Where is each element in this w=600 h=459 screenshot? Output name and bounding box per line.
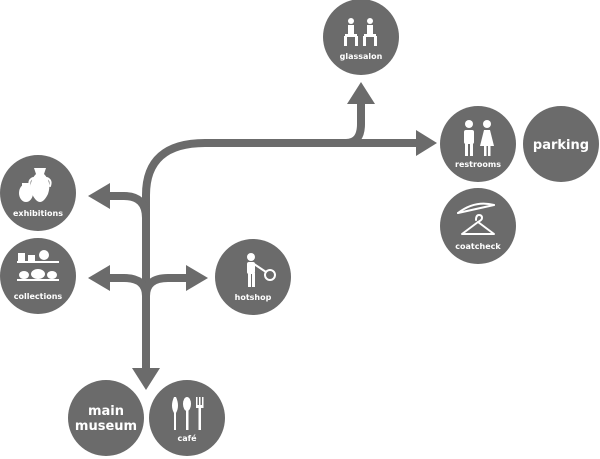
collections-arrowhead [88, 265, 110, 291]
glassalon-arrowhead [347, 82, 375, 104]
main-museum-label-line2: museum [75, 419, 137, 434]
two-seated-people-icon [344, 18, 377, 46]
coatcheck-node[interactable]: coatcheck [440, 188, 516, 264]
glassblower-icon [247, 253, 276, 287]
exhibitions-node[interactable]: exhibitions [0, 155, 76, 231]
cutlery-icon [172, 397, 204, 430]
glassalon-label: glassalon [340, 52, 383, 61]
parking-node[interactable]: parking [523, 106, 599, 182]
umbrella-hanger-icon [457, 202, 495, 235]
hotshop-arrowhead [186, 265, 208, 291]
exhibitions-label: exhibitions [13, 209, 63, 218]
arrow-network [88, 82, 437, 390]
man-woman-icon [464, 120, 494, 156]
hotshop-label: hotshop [235, 293, 272, 302]
hotshop-branch-line [142, 274, 188, 297]
restrooms-arrowhead [416, 130, 437, 156]
main-museum-node[interactable]: main museum [68, 380, 144, 456]
exhibitions-arrowhead [88, 183, 110, 209]
vases-icon [19, 168, 52, 202]
main-museum-label-line1: main [88, 404, 124, 419]
glassalon-node[interactable]: glassalon [323, 0, 399, 75]
collections-label: collections [14, 292, 63, 301]
cafe-node[interactable]: café [149, 380, 225, 456]
restrooms-label: restrooms [455, 160, 501, 169]
collections-branch-line [108, 274, 150, 297]
exhibitions-branch-line [108, 192, 150, 219]
glassalon-branch-line [345, 100, 365, 147]
hotshop-node[interactable]: hotshop [215, 239, 291, 315]
parking-label: parking [533, 138, 589, 153]
cafe-label: café [177, 433, 197, 443]
main-trunk-line [142, 139, 346, 376]
shelf-objects-icon [17, 250, 59, 281]
collections-node[interactable]: collections [0, 238, 76, 314]
restrooms-node[interactable]: restrooms [440, 106, 516, 182]
coatcheck-label: coatcheck [455, 242, 501, 251]
main-museum-arrowhead [132, 368, 160, 390]
